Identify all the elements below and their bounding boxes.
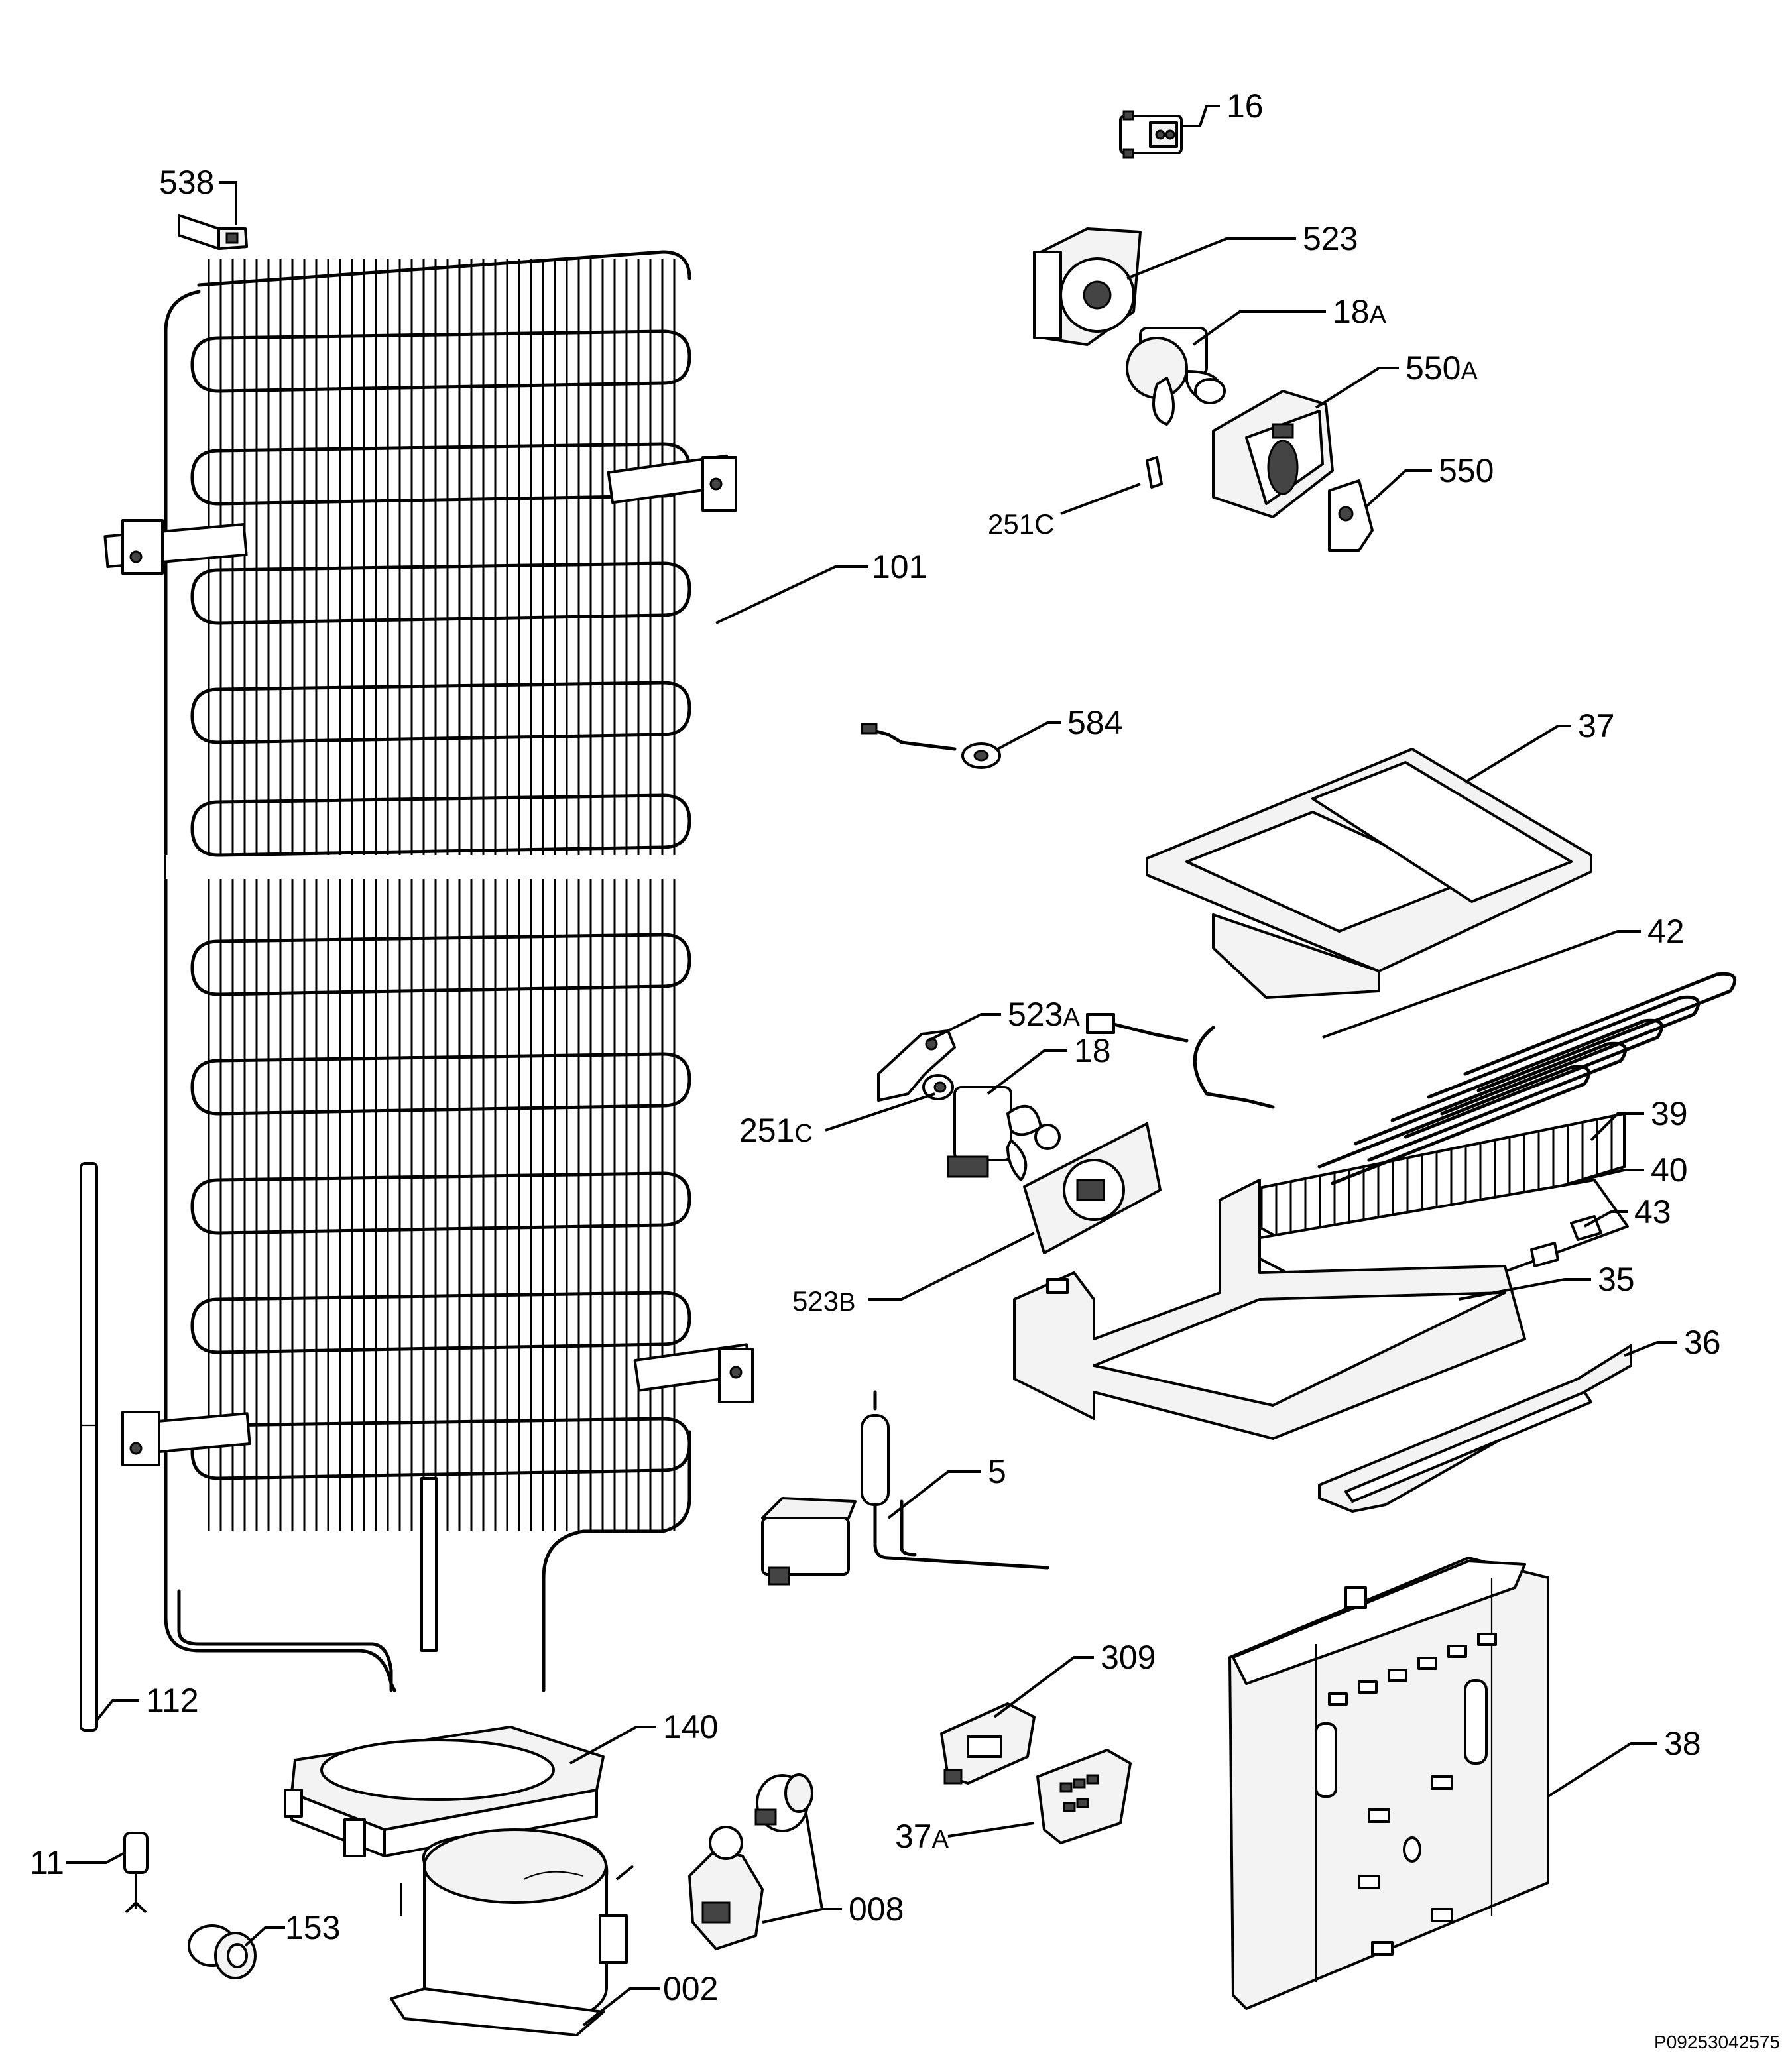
part-36-rail (1318, 1344, 1632, 1513)
panel-slot (1417, 1657, 1437, 1670)
coil-loop (190, 329, 691, 393)
panel-slot (1371, 1941, 1394, 1956)
label-153: 153 (285, 1909, 340, 1946)
part-584-sensor (861, 723, 1001, 769)
part-002-compressor (390, 1828, 634, 2036)
part-140-tray (284, 1726, 605, 1857)
label-18A: 18A (1333, 293, 1387, 330)
panel-slot (1447, 1645, 1467, 1658)
label-140: 140 (663, 1708, 718, 1745)
document-id: P09253042575 (1654, 2032, 1780, 2052)
panel-slot (1358, 1875, 1380, 1889)
label-11: 11 (30, 1844, 64, 1881)
label-40: 40 (1651, 1151, 1688, 1189)
heater-loop (1354, 1041, 1628, 1162)
panel-slot (1431, 1908, 1453, 1922)
heater-loop (1427, 995, 1701, 1116)
label-538: 538 (159, 164, 214, 201)
part-523B-plate (1023, 1122, 1162, 1254)
panel-slot (1368, 1808, 1390, 1823)
label-112: 112 (146, 1682, 199, 1719)
part-38-rear-panel (1228, 1557, 1549, 2010)
label-39: 39 (1651, 1095, 1688, 1132)
label-251C-mid: 251C (739, 1112, 813, 1149)
label-35: 35 (1598, 1261, 1635, 1298)
panel-slot (1388, 1669, 1407, 1682)
label-18: 18 (1074, 1032, 1111, 1069)
coil-loop (190, 681, 691, 744)
part-35-evaporator-tray (1013, 1179, 1526, 1440)
panel-slot (1358, 1680, 1378, 1694)
part-251C-top (1146, 456, 1163, 489)
part-550-small-cover (1328, 479, 1374, 552)
label-38: 38 (1664, 1725, 1701, 1762)
label-008: 008 (849, 1891, 904, 1928)
label-550: 550 (1439, 452, 1494, 489)
leader-lines (66, 105, 1677, 2027)
part-251C-mid (922, 1074, 954, 1100)
part-538-clip (178, 214, 248, 250)
label-43: 43 (1634, 1193, 1671, 1230)
part-5-valve (761, 1390, 1049, 1586)
part-16-switch (1119, 110, 1183, 159)
coil-loop (190, 1171, 691, 1235)
label-523: 523 (1303, 220, 1358, 257)
label-37: 37 (1578, 707, 1615, 744)
part-523-fan-housing (1033, 227, 1142, 346)
label-523B: 523B (792, 1285, 855, 1317)
part-37A-control-panel (1036, 1749, 1132, 1844)
label-36: 36 (1684, 1324, 1721, 1361)
label-5: 5 (988, 1453, 1006, 1490)
heater-loop (1390, 1018, 1664, 1139)
coil-loop (190, 1291, 691, 1354)
label-309: 309 (1101, 1639, 1156, 1676)
panel-slot (1328, 1692, 1348, 1706)
label-37A: 37A (895, 1818, 949, 1855)
part-18A-fan-motor (1126, 327, 1226, 426)
part-523A-bracket (877, 1029, 956, 1102)
part-11-valve (123, 1832, 149, 1914)
panel-slot (1477, 1633, 1497, 1646)
coil-loop (190, 1052, 691, 1116)
heater-loop (1463, 972, 1737, 1092)
part-550A-cover (1212, 390, 1334, 518)
label-251C-top: 251C (988, 508, 1054, 540)
part-37-evaporator-cover (1146, 748, 1592, 999)
label-16: 16 (1226, 88, 1264, 125)
label-584: 584 (1067, 704, 1122, 741)
label-002: 002 (663, 1970, 718, 2007)
label-42: 42 (1647, 913, 1685, 950)
heater-loop (1317, 1065, 1591, 1185)
part-309-board (940, 1702, 1036, 1785)
part-008-relay (688, 1773, 813, 1950)
condenser-coil (103, 250, 754, 1692)
part-18-fan-motor (947, 1086, 1061, 1181)
panel-slot (1431, 1775, 1453, 1790)
part-labels: 16 538 523 18A 550A 550 251C 101 584 37 … (30, 88, 1780, 2052)
label-550A: 550A (1405, 349, 1478, 386)
coil-loop (190, 561, 691, 625)
part-153-grommet (188, 1924, 257, 1979)
label-101: 101 (872, 548, 927, 585)
coil-loop (190, 793, 691, 857)
part-42-defrost-heater (1086, 972, 1737, 1185)
coil-loop (190, 933, 691, 996)
part-112-drain-tube (80, 1162, 98, 1732)
label-523A: 523A (1008, 996, 1080, 1033)
